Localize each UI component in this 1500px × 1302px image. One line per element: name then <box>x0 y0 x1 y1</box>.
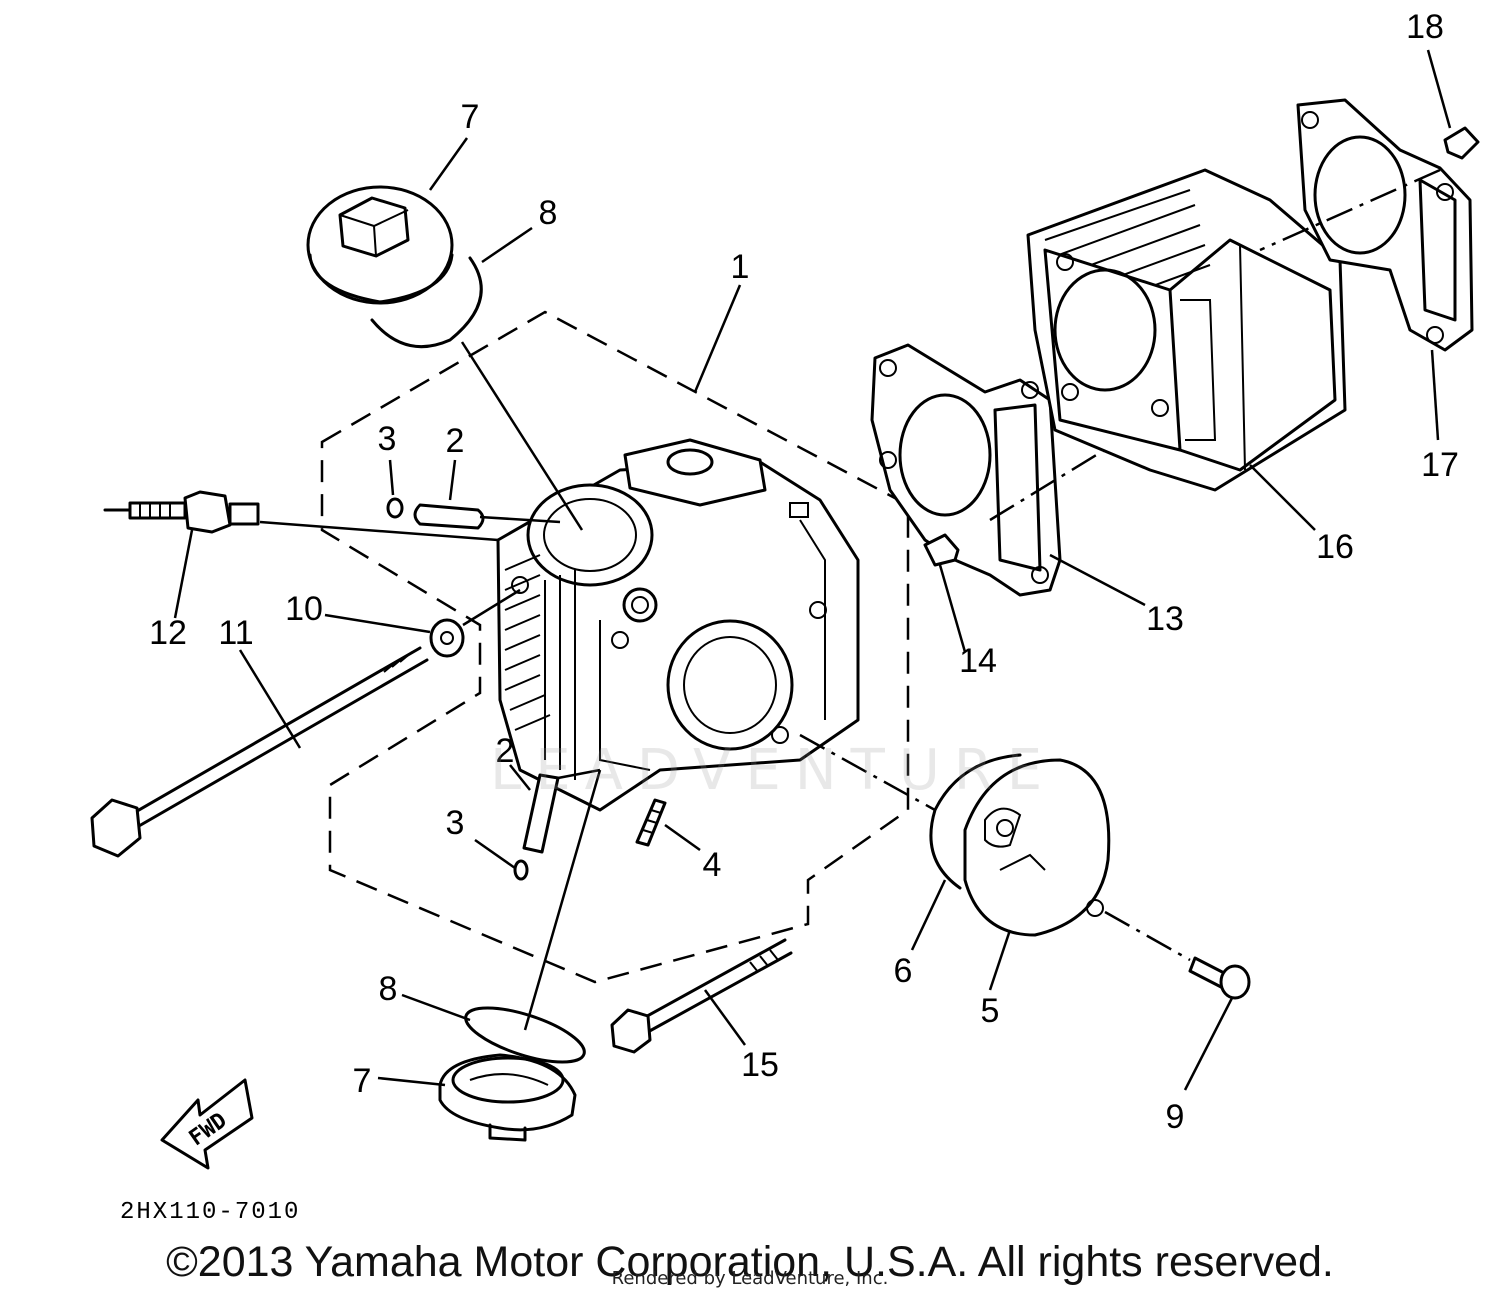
stud <box>635 798 667 847</box>
base-gasket <box>1296 98 1474 352</box>
label-part-10: 10 <box>285 590 323 628</box>
label-part-16: 16 <box>1316 528 1354 566</box>
diagram-code: 2HX110-7010 <box>120 1199 300 1226</box>
head-gasket <box>870 343 1062 597</box>
label-part-12: 12 <box>149 614 187 652</box>
label-part-1: 1 <box>731 248 750 286</box>
valve-guide-upper <box>413 503 485 530</box>
label-part-9: 9 <box>1166 1098 1185 1136</box>
clip-lower <box>513 859 529 881</box>
dowel-18 <box>1443 126 1480 160</box>
copyright-notice: ©2013 Yamaha Motor Corporation, U.S.A. A… <box>166 1238 1334 1286</box>
valve-cover <box>963 758 1111 937</box>
dowel-pin <box>923 533 960 567</box>
label-part-2-top: 2 <box>446 422 465 460</box>
cap-top <box>306 185 454 305</box>
label-part-4: 4 <box>703 846 722 884</box>
cylinder <box>1026 168 1347 492</box>
cap-bottom <box>438 1053 577 1142</box>
forward-arrow-icon: FWD <box>160 1078 254 1170</box>
label-part-14: 14 <box>959 642 997 680</box>
label-part-2-bottom: 2 <box>496 732 515 770</box>
label-part-15: 15 <box>741 1046 779 1084</box>
label-part-18: 18 <box>1406 8 1444 46</box>
clip-upper <box>386 497 404 519</box>
spark-plug <box>103 490 260 534</box>
label-part-11: 11 <box>218 614 253 652</box>
label-part-6: 6 <box>894 952 913 990</box>
label-part-5: 5 <box>981 992 1000 1030</box>
label-part-13: 13 <box>1146 600 1184 638</box>
label-part-8-top: 8 <box>539 194 558 232</box>
long-bolt <box>90 646 429 858</box>
label-part-3-top: 3 <box>378 420 397 458</box>
cylinder-head <box>496 438 860 812</box>
bolt-15 <box>610 938 793 1054</box>
cover-bolt <box>1188 956 1251 1000</box>
valve-guide-lower <box>522 773 560 854</box>
watermark: LEADVENTURE <box>490 738 1057 803</box>
assembly-boundary-dashed <box>320 310 910 984</box>
o-ring-top <box>370 256 483 349</box>
label-part-3-bottom: 3 <box>446 804 465 842</box>
label-part-7-bottom: 7 <box>353 1062 372 1100</box>
o-ring-bottom <box>464 1006 586 1064</box>
label-part-17: 17 <box>1421 446 1459 484</box>
rendered-by: Rendered by LeadVenture, Inc. <box>611 1268 889 1289</box>
washer <box>429 618 465 658</box>
label-part-8-bottom: 8 <box>379 970 398 1008</box>
label-part-7-top: 7 <box>461 98 480 136</box>
